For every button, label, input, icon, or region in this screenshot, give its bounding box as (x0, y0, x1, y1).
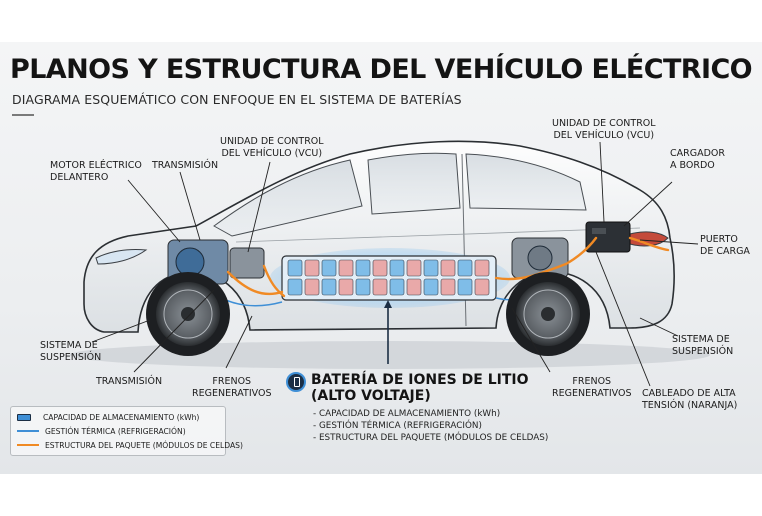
legend-text: GESTIÓN TÉRMICA (REFRIGERACIÓN) (45, 426, 186, 436)
battery-cell-module (338, 278, 354, 296)
battery-cell-module (304, 278, 320, 296)
battery-cell-module (457, 278, 473, 296)
battery-cell-module (440, 278, 456, 296)
battery-cell-module (474, 278, 490, 296)
headlight (95, 249, 148, 265)
battery-title: BATERÍA DE IONES DE LITIO (ALTO VOLTAJE) (311, 372, 529, 404)
battery-cell-module (372, 278, 388, 296)
battery-cell-module (440, 259, 456, 277)
legend-swatch-cooling (17, 430, 39, 432)
rear-wheel (506, 272, 590, 356)
legend-text: CAPACIDAD DE ALMACENAMIENTO (kWh) (43, 412, 200, 422)
legend-swatch-structure (17, 444, 39, 446)
legend-box: CAPACIDAD DE ALMACENAMIENTO (kWh) GESTIÓ… (10, 406, 243, 456)
label-front-motor: MOTOR ELÉCTRICO DELANTERO (50, 160, 142, 183)
onboard-charger (585, 221, 631, 253)
page-subtitle: DIAGRAMA ESQUEMÁTICO CON ENFOQUE EN EL S… (12, 92, 462, 107)
windshield (213, 159, 363, 237)
page-title: PLANOS Y ESTRUCTURA DEL VEHÍCULO ELÉCTRI… (10, 54, 753, 85)
diagram-canvas: PLANOS Y ESTRUCTURA DEL VEHÍCULO ELÉCTRI… (0, 42, 762, 474)
battery-cell-module (423, 259, 439, 277)
battery-cell-module (406, 259, 422, 277)
legend-row-structure: ESTRUCTURA DEL PAQUETE (MÓDULOS DE CELDA… (17, 439, 243, 451)
battery-cell-module (389, 278, 405, 296)
callout-lines (91, 141, 699, 387)
label-onboard-charger: CARGADOR A BORDO (670, 148, 725, 171)
battery-cell-module (372, 259, 388, 277)
battery-feature-list: - CAPACIDAD DE ALMACENAMIENTO (kWh) - GE… (313, 408, 548, 444)
battery-cell-module (406, 278, 422, 296)
side-window-rear (465, 153, 587, 211)
battery-cell-module (355, 259, 371, 277)
title-accent-line (12, 114, 34, 116)
battery-cell-module (423, 278, 439, 296)
legend-row-capacity: CAPACIDAD DE ALMACENAMIENTO (kWh) (17, 411, 199, 423)
battery-cells (287, 259, 490, 296)
label-suspension-right: SISTEMA DE SUSPENSIÓN (672, 334, 734, 357)
label-vcu-left: UNIDAD DE CONTROL DEL VEHÍCULO (VCU) (220, 136, 324, 159)
battery-cell-module (338, 259, 354, 277)
legend-text: ESTRUCTURA DEL PAQUETE (MÓDULOS DE CELDA… (45, 440, 243, 450)
label-vcu-right: UNIDAD DE CONTROL DEL VEHÍCULO (VCU) (552, 118, 656, 141)
label-regen-brakes-left: FRENOS REGENERATIVOS (192, 376, 272, 399)
battery-cell-module (287, 278, 303, 296)
battery-cell-module (304, 259, 320, 277)
rear-motor-assembly (511, 237, 569, 279)
battery-cell-module (389, 259, 405, 277)
battery-feature-item: - GESTIÓN TÉRMICA (REFRIGERACIÓN) (313, 421, 482, 431)
high-voltage-cables (226, 236, 670, 298)
battery-cell-module (321, 278, 337, 296)
side-window-front (367, 152, 461, 215)
battery-cell-module (321, 259, 337, 277)
battery-pack (270, 248, 510, 308)
battery-cell-module (355, 278, 371, 296)
battery-icon (286, 372, 306, 392)
label-transmission-bottom: TRANSMISIÓN (96, 376, 163, 387)
battery-small-icon (17, 413, 31, 421)
battery-cell-module (457, 259, 473, 277)
battery-cell-module (287, 259, 303, 277)
label-transmission-top: TRANSMISIÓN (152, 160, 219, 171)
label-hv-cabling: CABLEADO DE ALTA TENSIÓN (NARANJA) (642, 388, 738, 411)
front-wheel (146, 272, 230, 356)
battery-feature-item: - ESTRUCTURA DEL PAQUETE (MÓDULOS DE CEL… (313, 433, 549, 443)
label-charge-port: PUERTO DE CARGA (700, 234, 750, 257)
battery-cell-module (474, 259, 490, 277)
label-regen-brakes-right: FRENOS REGENERATIVOS (552, 376, 632, 399)
battery-feature-item: - CAPACIDAD DE ALMACENAMIENTO (kWh) (313, 409, 501, 419)
car-schematic (70, 140, 710, 387)
legend-row-cooling: GESTIÓN TÉRMICA (REFRIGERACIÓN) (17, 425, 186, 437)
taillight (629, 231, 669, 247)
label-suspension-left: SISTEMA DE SUSPENSIÓN (40, 340, 102, 363)
